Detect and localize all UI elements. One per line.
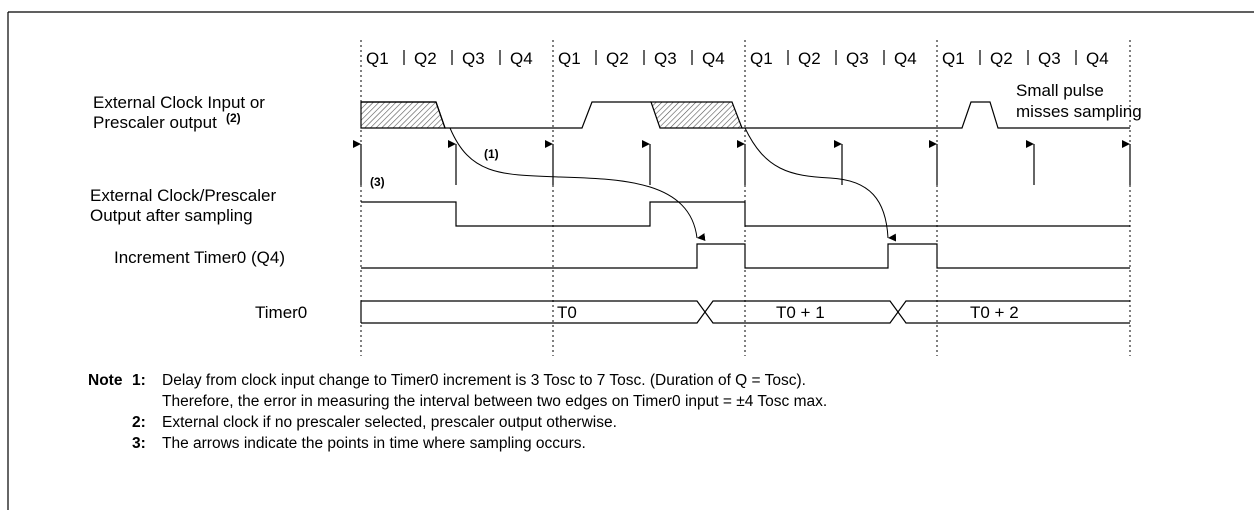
footnote-mark-3: (3) xyxy=(370,175,385,189)
note-row-3: 3: The arrows indicate the points in tim… xyxy=(88,433,827,454)
note-row-2: 2: External clock if no prescaler select… xyxy=(88,412,827,433)
small-pulse-annotation-line2: misses sampling xyxy=(1016,102,1142,121)
quarter-label: Q2 xyxy=(990,49,1013,68)
quarter-label: Q1 xyxy=(750,49,773,68)
delay-curves xyxy=(449,127,897,242)
increment-waveform xyxy=(361,243,1130,269)
note-text: Therefore, the error in measuring the in… xyxy=(162,393,828,410)
note-number: 2: xyxy=(132,414,146,431)
note-text: Delay from clock input change to Timer0 … xyxy=(162,372,806,389)
timer0-value-2: T0 + 1 xyxy=(776,303,825,322)
quarter-label: Q3 xyxy=(846,49,869,68)
quarter-label: Q4 xyxy=(1086,49,1109,68)
quarter-label: Q2 xyxy=(606,49,629,68)
timer0-label: Timer0 xyxy=(255,303,307,322)
delay-curve-2 xyxy=(744,127,897,242)
quarter-label: Q1 xyxy=(558,49,581,68)
quarter-labels: Q1 Q2 Q3 Q4 Q1 Q2 Q3 Q4 Q1 Q2 Q3 Q4 Q1 Q2 Q3 Q4 xyxy=(366,49,1109,68)
note-row-1-cont: Therefore, the error in measuring the in… xyxy=(88,391,827,412)
ext-clock-trace-a xyxy=(361,101,651,129)
ext-clock-trace-b xyxy=(742,101,1130,129)
note-number: 1: xyxy=(132,372,146,389)
ext-clock-label-line1: External Clock Input or xyxy=(93,93,265,112)
note-text: External clock if no prescaler selected,… xyxy=(162,414,617,431)
ext-clock-note-mark: (2) xyxy=(226,111,241,125)
sampling-arrows xyxy=(353,140,1131,185)
quarter-label: Q2 xyxy=(414,49,437,68)
after-sampling-label-line2: Output after sampling xyxy=(90,206,253,225)
after-sampling-waveform xyxy=(361,201,1130,227)
timer0-bus-top xyxy=(361,300,1130,314)
quarter-label: Q1 xyxy=(366,49,389,68)
quarter-label: Q1 xyxy=(942,49,965,68)
timer0-value-3: T0 + 2 xyxy=(970,303,1019,322)
quarter-label: Q3 xyxy=(654,49,677,68)
quarter-label: Q2 xyxy=(798,49,821,68)
delay-curve-1 xyxy=(449,127,706,242)
quarter-label: Q3 xyxy=(1038,49,1061,68)
quarter-label: Q4 xyxy=(510,49,533,68)
small-pulse-annotation-line1: Small pulse xyxy=(1016,81,1104,100)
hatched-transition-2 xyxy=(650,101,743,129)
quarter-label: Q4 xyxy=(894,49,917,68)
quarter-label: Q4 xyxy=(702,49,725,68)
note-text: The arrows indicate the points in time w… xyxy=(162,435,586,452)
footnote-mark-1: (1) xyxy=(484,147,499,161)
timer0-bus-bottom xyxy=(361,310,1130,324)
quarter-separators xyxy=(403,50,1077,65)
hatched-transition-1 xyxy=(360,101,446,129)
timer0-value-1: T0 xyxy=(557,303,577,322)
note-label: Note xyxy=(88,372,123,389)
note-row-1: Note 1: Delay from clock input change to… xyxy=(88,370,827,391)
ext-clock-waveform xyxy=(360,101,1130,129)
note-number: 3: xyxy=(132,435,146,452)
increment-timer0-label: Increment Timer0 (Q4) xyxy=(114,248,285,267)
notes-block: Note 1: Delay from clock input change to… xyxy=(88,370,827,454)
ext-clock-label-line2: Prescaler output xyxy=(93,113,217,132)
timer0-bus xyxy=(360,300,1130,324)
quarter-label: Q3 xyxy=(462,49,485,68)
after-sampling-label-line1: External Clock/Prescaler xyxy=(90,186,276,205)
